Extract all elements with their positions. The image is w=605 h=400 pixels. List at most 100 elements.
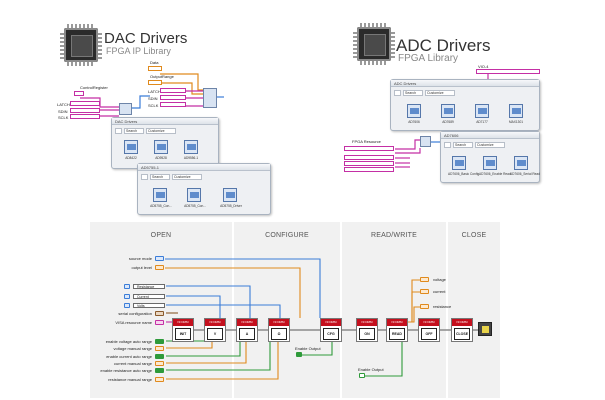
adc-chip-icon bbox=[357, 27, 391, 61]
volts-control[interactable]: Volts bbox=[133, 303, 165, 308]
search-button[interactable]: Search bbox=[453, 142, 473, 148]
source-mode-terminal[interactable] bbox=[155, 256, 164, 261]
block-glyph: INIT bbox=[175, 328, 191, 340]
search-button[interactable]: Search bbox=[403, 90, 423, 96]
vi-label: AD5755_Driver bbox=[220, 204, 242, 208]
error-handler-icon[interactable] bbox=[478, 322, 492, 336]
vi-icon[interactable] bbox=[124, 140, 138, 154]
dac-node-1[interactable] bbox=[119, 103, 132, 115]
vi-icon[interactable] bbox=[153, 188, 167, 202]
vi-icon[interactable] bbox=[187, 188, 201, 202]
dmm-configure-output-block[interactable]: NI DMM CFG bbox=[320, 318, 342, 342]
data-control[interactable] bbox=[148, 66, 162, 71]
numeric-terminal[interactable] bbox=[155, 346, 164, 351]
volts-terminal[interactable] bbox=[124, 303, 130, 308]
voltage-indicator[interactable] bbox=[420, 277, 429, 282]
adc-pin-control[interactable] bbox=[344, 155, 394, 160]
input-label: enable voltage auto range bbox=[105, 339, 152, 344]
dac-driver-node[interactable] bbox=[203, 88, 217, 108]
dmm-configure-current-block[interactable]: NI DMM A bbox=[236, 318, 258, 342]
enable-output-label: Enable Output bbox=[358, 367, 384, 372]
adc-node[interactable] bbox=[420, 136, 431, 147]
vi-icon[interactable] bbox=[184, 140, 198, 154]
visa-resource-terminal[interactable] bbox=[155, 320, 164, 325]
current-terminal[interactable] bbox=[124, 294, 130, 299]
vi-icon[interactable] bbox=[475, 104, 489, 118]
search-button[interactable]: Search bbox=[150, 174, 170, 180]
output-label: resistance bbox=[433, 304, 452, 309]
dmm-configure-voltage-block[interactable]: NI DMM V bbox=[204, 318, 226, 342]
dmm-disable-output-block[interactable]: NI DMM OFF bbox=[418, 318, 440, 342]
boolean-terminal[interactable] bbox=[155, 354, 164, 359]
adc-label-vio: VIO-4 bbox=[478, 64, 489, 69]
fpga-resource-control[interactable] bbox=[344, 146, 394, 151]
control-register-control[interactable] bbox=[74, 91, 84, 96]
chip-pins bbox=[98, 31, 102, 59]
customize-button[interactable]: Customize bbox=[475, 142, 505, 148]
palette-title: AD7606 bbox=[441, 132, 539, 139]
vi-icon[interactable] bbox=[154, 140, 168, 154]
dmm-close-block[interactable]: NI DMM CLOSE bbox=[451, 318, 473, 342]
search-button[interactable]: Search bbox=[124, 128, 144, 134]
sclk2-control[interactable] bbox=[160, 102, 186, 107]
dmm-read-block[interactable]: NI DMM READ bbox=[386, 318, 408, 342]
chip-pins bbox=[67, 62, 95, 66]
customize-button[interactable]: Customize bbox=[425, 90, 455, 96]
vi-icon[interactable] bbox=[509, 104, 523, 118]
input-label: resistance manual range bbox=[108, 377, 152, 382]
resistance-control[interactable]: Resistance bbox=[133, 284, 165, 289]
current-indicator[interactable] bbox=[420, 289, 429, 294]
output-label: current bbox=[433, 289, 446, 294]
resistance-indicator[interactable] bbox=[420, 304, 429, 309]
output-range-control[interactable] bbox=[148, 80, 162, 85]
section-title: CONFIGURE bbox=[265, 232, 309, 239]
resistance-terminal[interactable] bbox=[124, 284, 130, 289]
block-glyph: ON bbox=[359, 328, 375, 340]
pin-icon[interactable] bbox=[115, 128, 122, 134]
vi-icon[interactable] bbox=[407, 104, 421, 118]
dmm-enable-output-block[interactable]: NI DMM ON bbox=[356, 318, 378, 342]
chip-pins bbox=[353, 30, 357, 58]
customize-button[interactable]: Customize bbox=[146, 128, 176, 134]
section-read-write: READ/WRITE bbox=[342, 222, 446, 398]
numeric-terminal[interactable] bbox=[155, 361, 164, 366]
vi-label: AD7177 bbox=[476, 120, 488, 124]
sclk-control[interactable] bbox=[70, 114, 100, 119]
enable-output-terminal[interactable] bbox=[296, 352, 302, 357]
sdin-control[interactable] bbox=[70, 108, 100, 113]
adc-pin-control[interactable] bbox=[344, 167, 394, 172]
dmm-initialize-block[interactable]: NI DMM INIT bbox=[172, 318, 194, 342]
vi-icon[interactable] bbox=[223, 188, 237, 202]
enable-output-terminal[interactable] bbox=[359, 373, 365, 378]
block-header: NI DMM bbox=[321, 319, 341, 326]
section-title: READ/WRITE bbox=[371, 232, 417, 239]
latch2-control[interactable] bbox=[160, 88, 186, 93]
vi-icon[interactable] bbox=[483, 156, 497, 170]
palette-title: AD5755-1 bbox=[138, 164, 270, 171]
chip-pins bbox=[360, 61, 388, 65]
sdin2-control[interactable] bbox=[160, 95, 186, 100]
latch-control[interactable] bbox=[70, 101, 100, 106]
output-level-terminal[interactable] bbox=[155, 265, 164, 270]
serial-configuration-terminal[interactable] bbox=[155, 311, 164, 316]
current-control[interactable]: Current bbox=[133, 294, 165, 299]
block-glyph: OFF bbox=[421, 328, 437, 340]
section-configure: CONFIGURE bbox=[234, 222, 340, 398]
output-label: voltage bbox=[433, 277, 446, 282]
boolean-terminal[interactable] bbox=[155, 339, 164, 344]
vi-icon[interactable] bbox=[441, 104, 455, 118]
vio-control[interactable] bbox=[476, 69, 540, 74]
block-glyph: Ω bbox=[271, 328, 287, 340]
block-header: NI DMM bbox=[173, 319, 193, 326]
adc-pin-control[interactable] bbox=[344, 161, 394, 166]
vi-icon[interactable] bbox=[514, 156, 528, 170]
customize-button[interactable]: Customize bbox=[172, 174, 202, 180]
numeric-terminal[interactable] bbox=[155, 377, 164, 382]
pin-icon[interactable] bbox=[141, 174, 148, 180]
pin-icon[interactable] bbox=[394, 90, 401, 96]
dmm-configure-resistance-block[interactable]: NI DMM Ω bbox=[268, 318, 290, 342]
vi-label: MAX1301 bbox=[509, 120, 523, 124]
vi-icon[interactable] bbox=[452, 156, 466, 170]
boolean-terminal[interactable] bbox=[155, 368, 164, 373]
pin-icon[interactable] bbox=[444, 142, 451, 148]
